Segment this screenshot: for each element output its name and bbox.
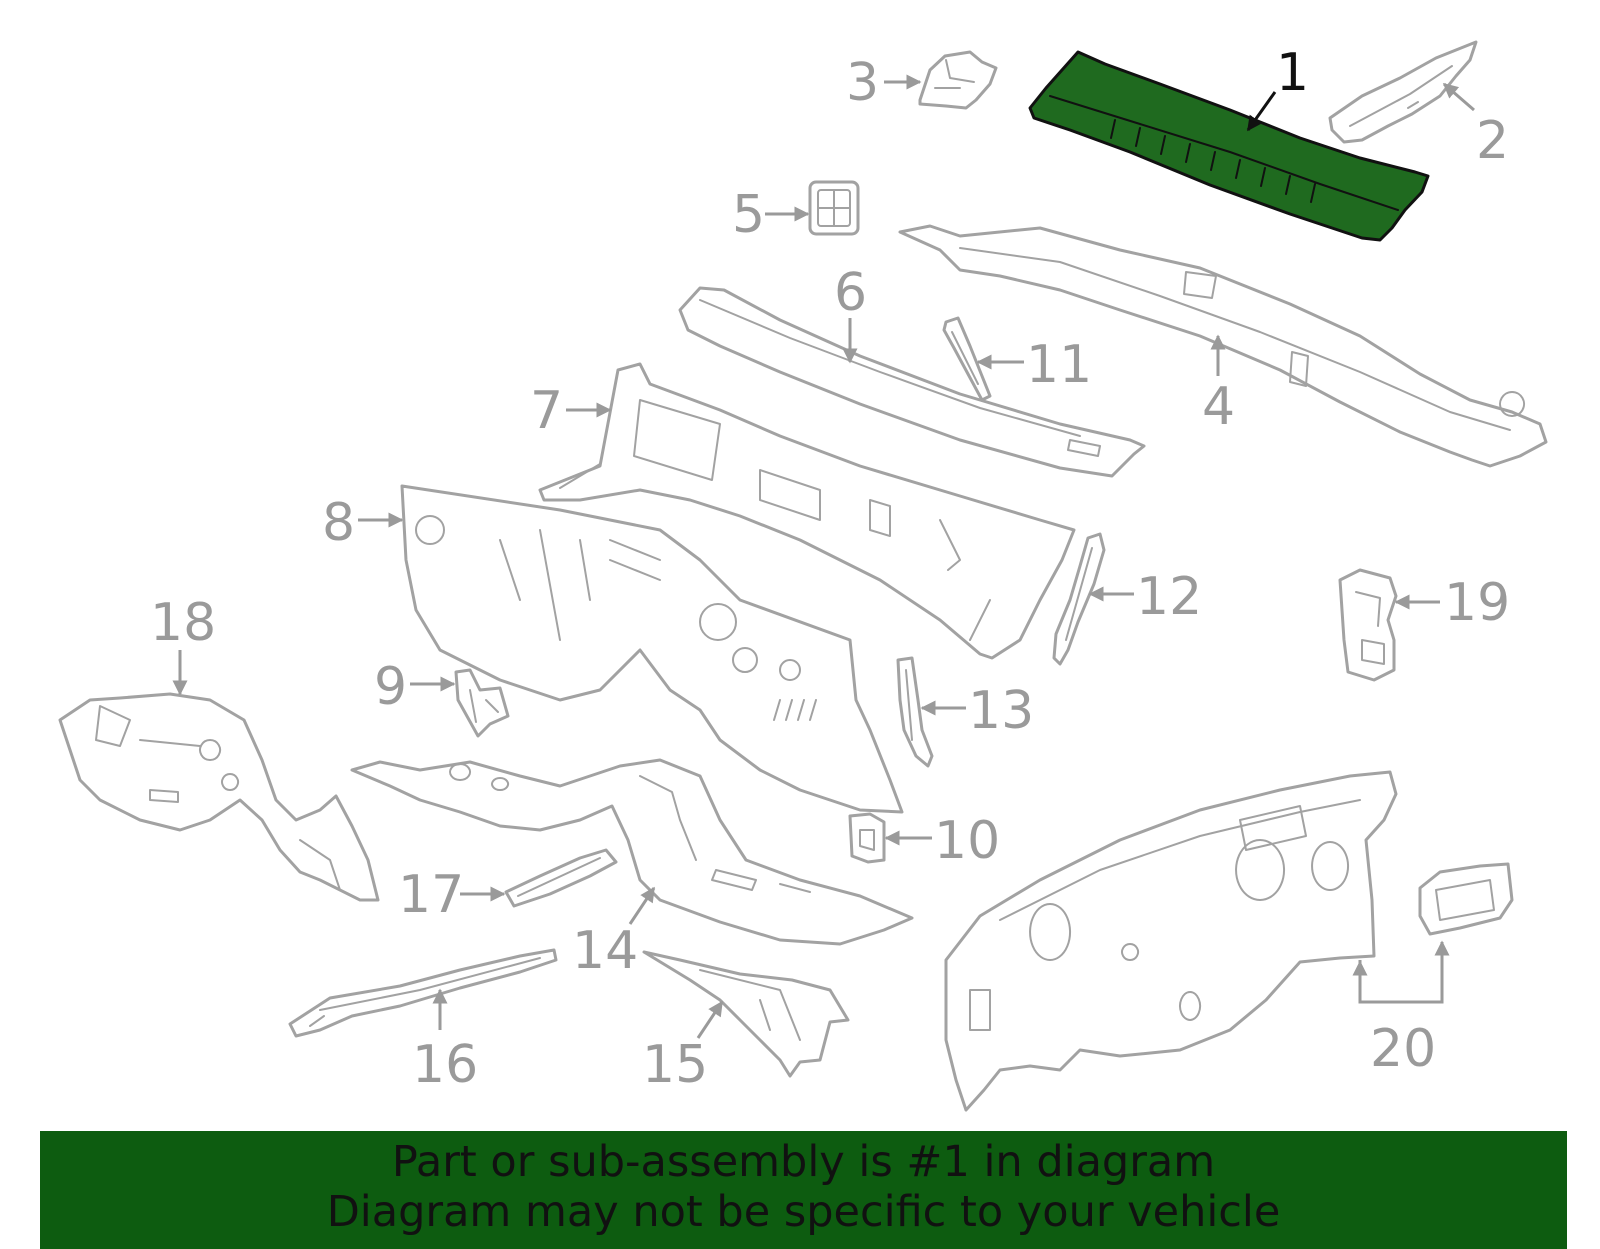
part-20-main-detail [969,799,1361,1031]
part-8-hole-d [779,659,801,681]
part-15-bracket[interactable] [642,950,850,1078]
callout-10: 10 [934,811,1000,871]
part-13-shape [896,656,934,768]
part-6-windshield-frame[interactable] [678,286,1146,478]
callout-3: 3 [846,53,879,113]
part-17-detail [517,857,601,897]
part-5-grommet[interactable] [808,180,860,236]
part-12-brace[interactable] [1052,532,1106,666]
part-11-shape [942,316,992,402]
part-8-hole-c [732,647,758,673]
part-9-shape [454,668,510,738]
callout-15: 15 [642,1035,708,1095]
arrow-1 [1246,91,1277,132]
part-8-hole-b [699,603,737,641]
part-7-detail [559,463,991,641]
part-17-reinforcement[interactable] [504,848,618,908]
part-8-dash-panel[interactable] [400,484,904,814]
part-14-detail [449,763,811,893]
callout-16: 16 [412,1035,478,1095]
part-16-shape [288,948,558,1038]
callout-13: 13 [968,681,1034,741]
part-12-shape [1052,532,1106,666]
part-13-brace[interactable] [896,656,934,768]
callout-8: 8 [322,493,355,553]
part-1-rib [1049,95,1399,211]
part-14-floor-pan[interactable] [350,758,914,946]
callout-2: 2 [1476,111,1509,171]
part-5-cross [817,189,851,227]
callout-4: 4 [1202,377,1235,437]
part-1-cowl-panel[interactable] [1028,50,1430,242]
part-4-detail [959,247,1526,431]
part-4-shape [898,224,1548,468]
part-19-detail [1355,591,1385,665]
part-5-shape [808,180,860,236]
part-15-detail [699,969,801,1041]
part-16-detail [309,957,541,1027]
callout-5: 5 [732,185,765,245]
part-17-shape [504,848,618,908]
part-7-window [633,399,721,481]
callout-6: 6 [834,263,867,323]
part-20-main-shape [944,770,1398,1112]
part-19-shape [1338,568,1398,682]
part-20-pad-shape [1418,862,1514,936]
callout-12: 12 [1136,567,1202,627]
part-15-shape [642,950,850,1078]
part-12-detail [1065,547,1093,641]
arrow-15 [696,1000,724,1039]
callout-17: 17 [398,865,464,925]
part-8-ribs [499,529,817,721]
part-20-insulator-assembly[interactable] [944,770,1514,1112]
callout-1: 1 [1276,43,1309,103]
part-3-bracket[interactable] [918,50,998,110]
part-6-shape [678,286,1146,478]
callout-18: 18 [150,593,216,653]
part-10-clip[interactable] [848,812,886,864]
part-3-detail [934,59,975,89]
part-8-hole-a [415,515,445,545]
part-9-bracket[interactable] [454,668,510,738]
callout-19: 19 [1444,573,1510,633]
part-10-detail [859,829,875,851]
part-16-rail[interactable] [288,948,558,1038]
callout-9: 9 [374,657,407,717]
callout-11: 11 [1026,335,1092,395]
part-18-side-panel[interactable] [58,692,380,902]
callout-7: 7 [530,381,563,441]
part-11-strip[interactable] [942,316,992,402]
part-11-detail [951,331,979,385]
part-2-detail [1349,65,1453,127]
arrow-14 [628,886,656,925]
part-4-plenum-panel[interactable] [898,224,1548,468]
callout-20: 20 [1370,1019,1436,1079]
part-7-dash-upper-panel[interactable] [538,362,1076,660]
arrow-2 [1442,82,1475,112]
part-9-detail [469,689,499,723]
part-7-shape [538,362,1076,660]
callout-14: 14 [572,921,638,981]
part-20-pad-detail [1435,879,1495,921]
part-18-shape [58,692,380,902]
part-6-detail [699,299,1101,457]
part-1-shape [1028,50,1430,242]
part-10-shape [848,812,886,864]
part-19-bracket[interactable] [1338,568,1398,682]
part-3-shape [918,50,998,110]
part-18-detail [95,705,341,891]
banner-line-2: Diagram may not be specific to your vehi… [326,1187,1281,1237]
part-1-vents [1110,119,1316,203]
notice-banner: Part or sub-assembly is #1 in diagram Di… [40,1131,1567,1249]
part-13-detail [905,669,913,741]
banner-line-1: Part or sub-assembly is #1 in diagram [391,1137,1216,1187]
arrow-20 [1358,940,1450,1004]
part-14-shape [350,758,914,946]
part-8-shape [400,484,904,814]
